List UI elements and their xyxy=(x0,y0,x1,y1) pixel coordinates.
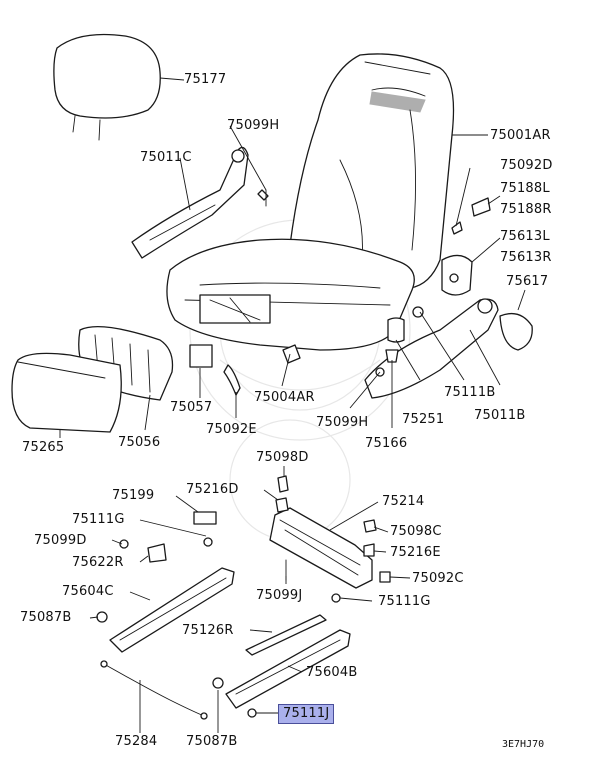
label-75092C[interactable]: 75092C xyxy=(412,571,464,586)
seat-cushion xyxy=(166,238,415,351)
label-75001AR[interactable]: 75001AR xyxy=(490,128,551,143)
label-75188L[interactable]: 75188L xyxy=(500,181,550,196)
label-75092E[interactable]: 75092E xyxy=(206,422,257,437)
label-75613L[interactable]: 75613L xyxy=(500,229,550,244)
label-75099H-mid[interactable]: 75099H xyxy=(316,415,369,430)
label-75057[interactable]: 75057 xyxy=(170,400,213,415)
side-shield-75011C xyxy=(131,146,249,259)
label-75216E[interactable]: 75216E xyxy=(390,545,441,560)
label-75099H-top[interactable]: 75099H xyxy=(227,118,280,133)
label-75099D[interactable]: 75099D xyxy=(34,533,87,548)
label-75265[interactable]: 75265 xyxy=(22,440,65,455)
rail-75604B xyxy=(225,614,351,709)
label-75056[interactable]: 75056 xyxy=(118,435,161,450)
label-75098D[interactable]: 75098D xyxy=(256,450,309,465)
seat-frame xyxy=(147,475,391,589)
label-75188R[interactable]: 75188R xyxy=(500,202,552,217)
leader-lines xyxy=(59,125,526,733)
label-75166[interactable]: 75166 xyxy=(365,436,408,451)
label-75214[interactable]: 75214 xyxy=(382,494,425,509)
label-75111G-left[interactable]: 75111G xyxy=(72,512,125,527)
label-75617[interactable]: 75617 xyxy=(506,274,549,289)
seat-back xyxy=(288,53,488,289)
label-75284[interactable]: 75284 xyxy=(115,734,158,749)
label-75087B-left[interactable]: 75087B xyxy=(20,610,72,625)
cable-75284 xyxy=(100,660,208,720)
label-75604C[interactable]: 75604C xyxy=(62,584,114,599)
label-75099J[interactable]: 75099J xyxy=(256,588,303,603)
label-75011B[interactable]: 75011B xyxy=(474,408,526,423)
label-75251[interactable]: 75251 xyxy=(402,412,445,427)
label-75092D[interactable]: 75092D xyxy=(500,158,553,173)
label-75216D[interactable]: 75216D xyxy=(186,482,239,497)
small-parts xyxy=(189,189,533,396)
label-75613R[interactable]: 75613R xyxy=(500,250,552,265)
pad-75265 xyxy=(11,352,122,433)
label-75111B[interactable]: 75111B xyxy=(444,385,496,400)
label-75011C[interactable]: 75011C xyxy=(140,150,192,165)
label-75622R[interactable]: 75622R xyxy=(72,555,124,570)
label-75111J-highlighted[interactable]: 75111J xyxy=(278,704,335,724)
label-75098C[interactable]: 75098C xyxy=(390,524,442,539)
label-75087B-bottom[interactable]: 75087B xyxy=(186,734,238,749)
label-75004AR[interactable]: 75004AR xyxy=(254,390,315,405)
headrest xyxy=(53,33,185,141)
label-75604B[interactable]: 75604B xyxy=(306,665,358,680)
label-75126R[interactable]: 75126R xyxy=(182,623,234,638)
rail-75604C xyxy=(109,567,235,653)
label-75111G-right[interactable]: 75111G xyxy=(378,594,431,609)
label-75177[interactable]: 75177 xyxy=(184,72,227,87)
diagram-code: 3E7HJ70 xyxy=(502,739,545,750)
label-75199[interactable]: 75199 xyxy=(112,488,155,503)
